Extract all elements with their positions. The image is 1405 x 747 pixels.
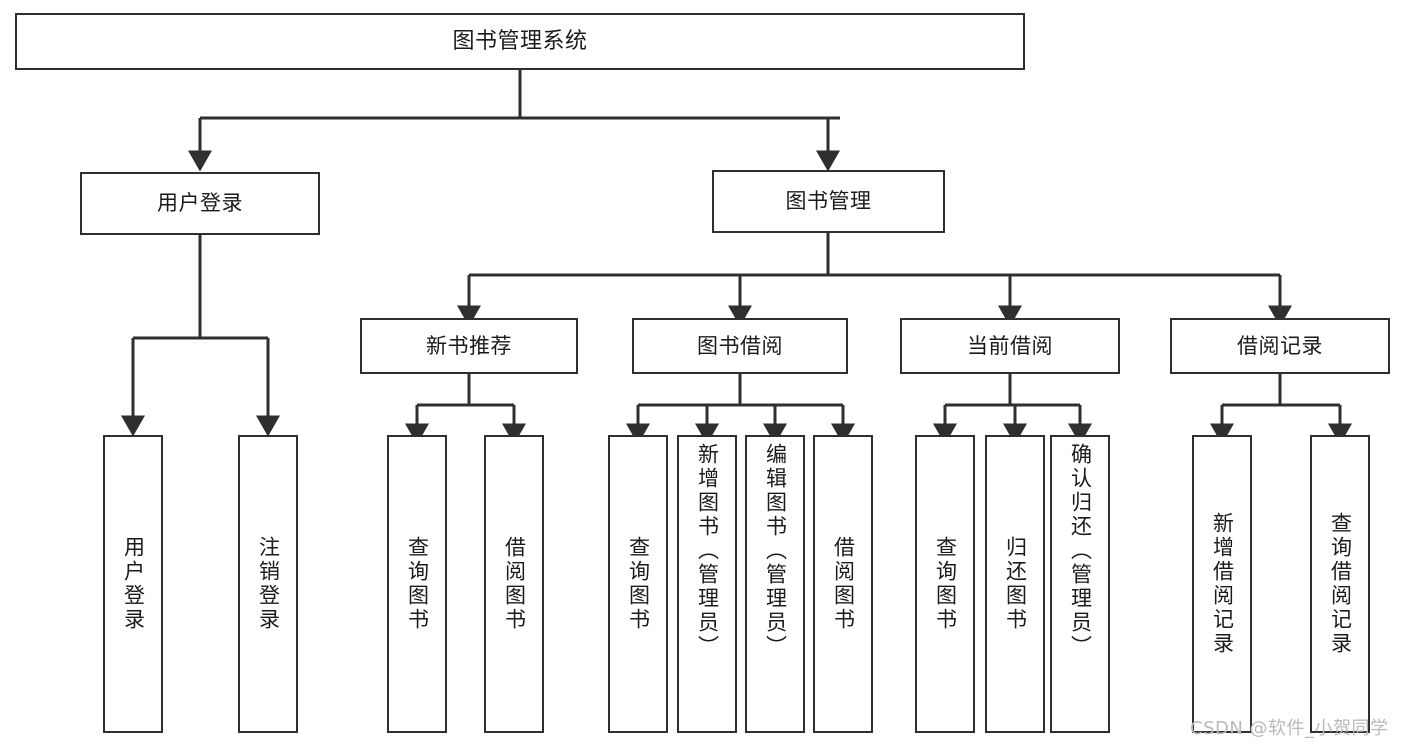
leaf-borrow-add-book[interactable]: 新增图书（管理员） (677, 435, 737, 733)
leaf-new-book-borrow[interactable]: 借阅图书 (484, 435, 544, 733)
node-label: 新增借阅记录 (1210, 512, 1235, 656)
node-user-login[interactable]: 用户登录 (80, 172, 320, 235)
node-label: 用户登录 (157, 191, 243, 216)
leaf-borrow-borrow-book[interactable]: 借阅图书 (813, 435, 873, 733)
csdn-watermark: CSDN @软件_小贺同学 (1190, 718, 1389, 739)
leaf-user-login[interactable]: 用户登录 (103, 435, 163, 733)
node-root-system[interactable]: 图书管理系统 (15, 13, 1025, 70)
node-label: 归还图书 (1003, 536, 1028, 632)
node-label: 查询图书 (626, 536, 651, 632)
node-label: 新书推荐 (426, 333, 512, 358)
node-label: 查询借阅记录 (1328, 512, 1353, 656)
node-current-borrow[interactable]: 当前借阅 (900, 318, 1120, 374)
node-label: 当前借阅 (967, 333, 1053, 358)
leaf-borrow-edit-book[interactable]: 编辑图书（管理员） (745, 435, 805, 733)
leaf-logout[interactable]: 注销登录 (238, 435, 298, 733)
node-label: 编辑图书（管理员） (763, 443, 788, 659)
node-new-book-recommend[interactable]: 新书推荐 (360, 318, 578, 374)
node-label: 借阅记录 (1237, 333, 1323, 358)
node-label: 用户登录 (121, 536, 146, 632)
node-book-borrow[interactable]: 图书借阅 (632, 318, 848, 374)
node-book-management[interactable]: 图书管理 (712, 170, 945, 233)
leaf-current-confirm-return[interactable]: 确认归还（管理员） (1050, 435, 1110, 733)
node-label: 借阅图书 (502, 536, 527, 632)
node-label: 新增图书（管理员） (695, 443, 720, 659)
node-label: 确认归还（管理员） (1068, 443, 1093, 659)
leaf-records-query[interactable]: 查询借阅记录 (1310, 435, 1370, 733)
node-label: 图书借阅 (697, 333, 783, 358)
node-borrow-records[interactable]: 借阅记录 (1170, 318, 1390, 374)
leaf-borrow-query-book[interactable]: 查询图书 (608, 435, 668, 733)
node-label: 查询图书 (933, 536, 958, 632)
leaf-records-add[interactable]: 新增借阅记录 (1192, 435, 1252, 733)
node-label: 图书管理系统 (452, 28, 588, 54)
node-label: 图书管理 (785, 189, 872, 214)
leaf-current-return-book[interactable]: 归还图书 (985, 435, 1045, 733)
node-label: 查询图书 (405, 536, 430, 632)
leaf-current-query-book[interactable]: 查询图书 (915, 435, 975, 733)
node-label: 注销登录 (256, 536, 281, 632)
leaf-new-book-query[interactable]: 查询图书 (387, 435, 447, 733)
node-label: 借阅图书 (831, 536, 856, 632)
